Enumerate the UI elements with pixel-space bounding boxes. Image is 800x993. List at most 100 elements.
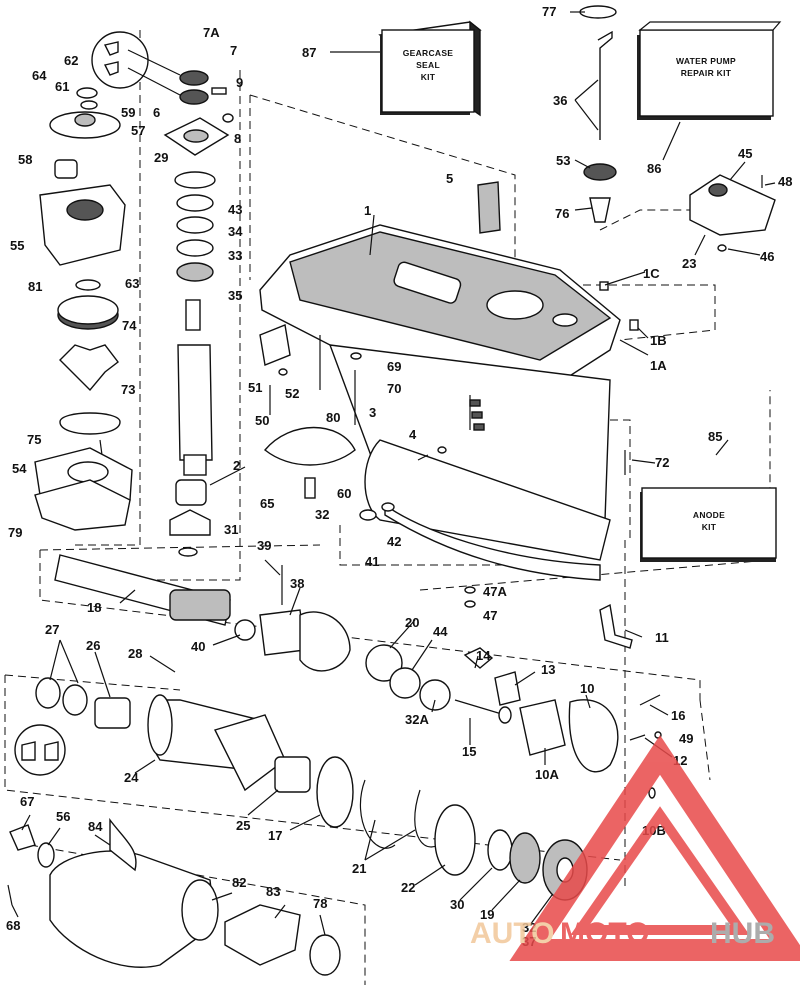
label-30: 30: [450, 897, 464, 912]
gearcase-housing: [259, 224, 621, 581]
label-68: 68: [6, 918, 20, 933]
label-58: 58: [18, 152, 32, 167]
seal-detail-inset: [91, 31, 181, 96]
water-pump-housing: [39, 87, 126, 266]
label-10A: 10A: [535, 767, 559, 782]
impeller-assembly: [34, 279, 133, 531]
label-25: 25: [236, 818, 250, 833]
label-31: 31: [224, 522, 238, 537]
label-14: 14: [476, 648, 491, 663]
propeller-group: [7, 817, 341, 976]
bearing-carrier-group: [14, 677, 588, 901]
label-27: 27: [45, 622, 59, 637]
label-1: 1: [364, 203, 371, 218]
gearcase-center-parts: [259, 181, 639, 608]
label-69: 69: [387, 359, 401, 374]
label-36: 36: [553, 93, 567, 108]
label-11: 11: [655, 630, 669, 645]
label-20: 20: [405, 615, 419, 630]
label-38: 38: [290, 576, 304, 591]
label-17: 17: [268, 828, 282, 843]
label-29: 29: [154, 150, 168, 165]
label-52: 52: [285, 386, 299, 401]
label-45: 45: [738, 146, 752, 161]
label-49: 49: [679, 731, 693, 746]
label-54: 54: [12, 461, 27, 476]
label-85: 85: [708, 429, 722, 444]
label-70: 70: [387, 381, 401, 396]
label-1A: 1A: [650, 358, 667, 373]
label-47: 47: [483, 608, 497, 623]
label-16: 16: [671, 708, 685, 723]
label-78: 78: [313, 896, 327, 911]
gearcase-seal-kit-line3: KIT: [421, 72, 436, 82]
label-22: 22: [401, 880, 415, 895]
label-57: 57: [131, 123, 145, 138]
label-72: 72: [655, 455, 669, 470]
label-3: 3: [369, 405, 376, 420]
label-1B: 1B: [650, 333, 667, 348]
label-1C: 1C: [643, 266, 660, 281]
label-23: 23: [682, 256, 696, 271]
water-tube-parts: [579, 5, 776, 252]
gearcase-seal-kit-line2: SEAL: [416, 60, 440, 70]
label-32-mid: 32: [315, 507, 329, 522]
label-48: 48: [778, 174, 792, 189]
water-pump-kit-line2: REPAIR KIT: [681, 68, 732, 78]
label-67: 67: [20, 794, 34, 809]
watermark-moto: MOTO: [560, 917, 649, 950]
anode-kit-line2: KIT: [702, 522, 717, 532]
water-pump-kit-line1: WATER PUMP: [676, 56, 736, 66]
label-80: 80: [326, 410, 340, 425]
label-7: 7: [230, 43, 237, 58]
label-47A: 47A: [483, 584, 507, 599]
gearcase-seal-kit-box: GEARCASE SEAL KIT: [378, 20, 482, 117]
label-4: 4: [409, 427, 417, 442]
label-34: 34: [228, 224, 243, 239]
leader-lines: [11, 11, 776, 936]
label-81: 81: [28, 279, 42, 294]
label-15: 15: [462, 744, 476, 759]
label-61: 61: [55, 79, 69, 94]
label-53: 53: [556, 153, 570, 168]
label-86: 86: [647, 161, 661, 176]
label-46: 46: [760, 249, 774, 264]
gearcase-seal-kit-line1: GEARCASE: [403, 48, 454, 58]
label-82: 82: [232, 875, 246, 890]
label-40: 40: [191, 639, 205, 654]
label-65: 65: [260, 496, 274, 511]
label-50: 50: [255, 413, 269, 428]
label-19: 19: [480, 907, 494, 922]
part-number-labels: 1 1A 1B 1C 2 3 4 5 6 7 7A 8 9 10 10A 10B…: [6, 4, 792, 949]
label-64: 64: [32, 68, 47, 83]
label-59: 59: [121, 105, 135, 120]
label-74: 74: [122, 318, 137, 333]
watermark-logo: AUTO MOTO HUB: [470, 735, 800, 961]
label-7A: 7A: [203, 25, 220, 40]
anode-kit-line1: ANODE: [693, 510, 725, 520]
label-87: 87: [302, 45, 316, 60]
drive-shaft-stack: [163, 70, 234, 557]
label-6: 6: [153, 105, 160, 120]
dashed-group-lines: [4, 30, 771, 985]
label-28: 28: [128, 646, 142, 661]
shift-components: [454, 603, 662, 799]
label-43: 43: [228, 202, 242, 217]
label-35: 35: [228, 288, 242, 303]
label-18: 18: [87, 600, 101, 615]
label-39: 39: [257, 538, 271, 553]
label-79: 79: [8, 525, 22, 540]
label-2: 2: [233, 458, 240, 473]
watermark-hub: HUB: [710, 917, 775, 950]
label-33: 33: [228, 248, 242, 263]
label-5: 5: [446, 171, 453, 186]
label-55: 55: [10, 238, 24, 253]
propeller-shaft: [54, 554, 451, 711]
label-62: 62: [64, 53, 78, 68]
label-13: 13: [541, 662, 555, 677]
label-75: 75: [27, 432, 41, 447]
label-24: 24: [124, 770, 139, 785]
label-44: 44: [433, 624, 448, 639]
label-60: 60: [337, 486, 351, 501]
